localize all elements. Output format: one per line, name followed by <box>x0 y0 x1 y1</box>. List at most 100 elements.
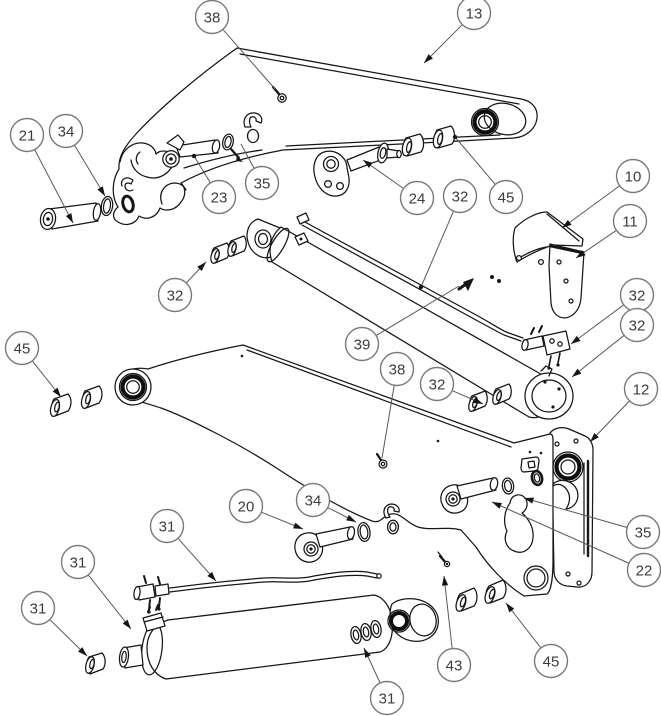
leader-line <box>87 574 132 630</box>
part-39-cylinder <box>246 218 574 420</box>
callout-balloon <box>201 179 237 215</box>
leader-arrowhead-icon <box>562 219 572 228</box>
part-43-screw <box>437 551 451 568</box>
part-45-bushings-left <box>49 385 103 418</box>
callout-number: 39 <box>354 336 371 353</box>
part-main-boom <box>114 344 584 597</box>
callout-35-24: 35 <box>523 497 661 550</box>
callout-balloon <box>419 366 455 402</box>
callout-12-15: 12 <box>589 371 659 443</box>
leader-arrowhead-icon <box>78 647 87 656</box>
leader-arrowhead-icon <box>590 433 599 442</box>
callout-balloon <box>488 179 524 215</box>
callout-number: 13 <box>466 5 483 22</box>
part-34-oring-upper <box>222 133 243 162</box>
leader-line <box>443 575 453 649</box>
leader-arrowhead-icon <box>571 335 581 344</box>
callout-balloon <box>228 488 264 524</box>
callout-32-18: 32 <box>419 366 484 405</box>
leader-dot-icon <box>452 134 458 140</box>
leader-dot-icon <box>191 153 197 159</box>
callout-31-22: 31 <box>60 544 132 630</box>
callout-32-10: 32 <box>157 261 207 313</box>
callout-number: 45 <box>14 340 31 357</box>
callout-balloon <box>4 330 40 366</box>
callout-number: 43 <box>446 657 463 674</box>
part-10-bracket <box>512 211 584 266</box>
leader-line <box>523 497 628 528</box>
part-34-oring-mid <box>357 522 371 542</box>
part-35-clips-top <box>243 112 263 144</box>
callout-31-28: 31 <box>363 647 405 716</box>
callout-number: 32 <box>629 317 646 334</box>
callout-number: 31 <box>379 690 396 707</box>
callout-balloon <box>60 544 96 580</box>
callout-32-14: 32 <box>571 307 655 378</box>
callout-number: 45 <box>498 189 515 206</box>
callout-number: 34 <box>305 492 322 509</box>
leader-arrowhead-icon <box>424 54 433 63</box>
callout-balloon <box>20 590 56 626</box>
leader-arrowhead-icon <box>65 213 73 223</box>
callout-balloon <box>48 113 84 149</box>
callout-number: 31 <box>30 600 47 617</box>
callout-balloon <box>436 647 472 683</box>
part-35-clip-mid <box>383 503 400 535</box>
leader-line <box>420 210 454 288</box>
callout-number: 32 <box>167 287 184 304</box>
part-31-grease-line <box>133 570 382 614</box>
callout-number: 12 <box>633 381 650 398</box>
callout-balloon <box>157 277 193 313</box>
leader-line <box>571 334 625 378</box>
part-24-link-pin <box>313 142 402 197</box>
callout-39-12: 39 <box>344 285 460 362</box>
leader-arrowhead-icon <box>122 619 131 629</box>
part-31-rod-end <box>350 598 439 645</box>
leader-line <box>193 155 211 184</box>
leader-arrowhead-icon <box>524 497 534 504</box>
callout-23-4: 23 <box>191 153 237 215</box>
part-34-oring-left <box>100 195 114 217</box>
callout-balloon <box>533 643 569 679</box>
leader-line <box>222 29 276 90</box>
callout-number: 20 <box>238 498 255 515</box>
leader-line <box>589 400 630 443</box>
part-21-pin <box>39 202 102 231</box>
callout-number: 31 <box>70 554 87 571</box>
callout-32-11: 32 <box>418 178 478 290</box>
callout-balloon <box>149 508 185 544</box>
callout-number: 23 <box>211 189 228 206</box>
leader-arrowhead-icon <box>197 262 206 272</box>
leader-line <box>454 136 496 185</box>
callout-number: 32 <box>429 376 446 393</box>
callout-number: 32 <box>452 188 469 205</box>
callout-32-13: 32 <box>570 277 655 345</box>
callout-number: 35 <box>254 175 271 192</box>
leader-line <box>177 537 217 582</box>
callout-number: 31 <box>159 518 176 535</box>
leader-line <box>74 144 106 197</box>
leader-line <box>375 285 460 336</box>
part-13-swing-arm <box>112 47 538 226</box>
callout-34-20: 34 <box>295 482 357 523</box>
callout-balloon <box>369 680 405 716</box>
part-20-pin <box>294 526 356 563</box>
leader-line <box>381 385 395 459</box>
callout-45-16: 45 <box>4 330 62 398</box>
callout-balloon <box>442 178 478 214</box>
callout-balloon <box>615 158 651 194</box>
callout-number: 34 <box>58 123 75 140</box>
callout-13-1: 13 <box>423 0 492 64</box>
callout-31-21: 31 <box>149 508 217 582</box>
leader-arrowhead-icon <box>207 571 216 581</box>
part-45-bushings-top <box>401 125 456 157</box>
leader-line <box>34 149 74 224</box>
callout-number: 24 <box>409 190 426 207</box>
callout-balloon <box>379 351 415 387</box>
leader-dot-icon <box>418 284 424 290</box>
leader-line <box>561 185 620 229</box>
callout-balloon <box>344 326 380 362</box>
callout-balloon <box>619 307 655 343</box>
